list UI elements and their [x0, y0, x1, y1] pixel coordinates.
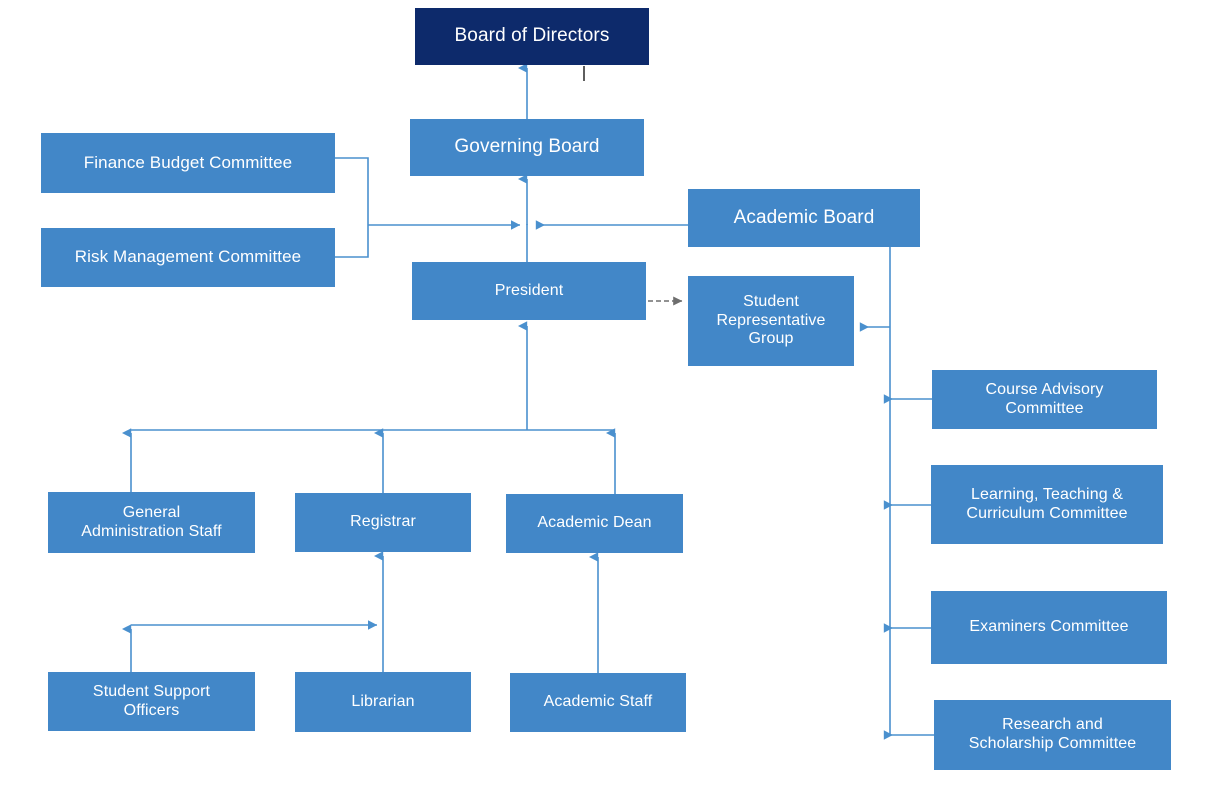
- node-research-scholarship-committee[interactable]: Research and Scholarship Committee: [934, 700, 1171, 770]
- node-academic-board[interactable]: Academic Board: [688, 189, 920, 247]
- node-label-research-scholarship-committee: Research and Scholarship Committee: [968, 716, 1137, 752]
- node-registrar[interactable]: Registrar: [295, 493, 471, 552]
- node-academic-dean[interactable]: Academic Dean: [506, 494, 683, 553]
- node-examiners-committee[interactable]: Examiners Committee: [931, 591, 1167, 664]
- node-label-board-of-directors: Board of Directors: [454, 25, 610, 47]
- node-label-risk-management-committee: Risk Management Committee: [74, 247, 302, 267]
- node-label-librarian: Librarian: [351, 692, 415, 710]
- node-governing-board[interactable]: Governing Board: [410, 119, 644, 176]
- node-label-academic-dean: Academic Dean: [537, 514, 652, 532]
- connector-risk-management-committee-to-bracket: [335, 225, 369, 258]
- node-finance-budget-committee[interactable]: Finance Budget Committee: [41, 133, 335, 193]
- node-student-support-officers[interactable]: Student Support Officers: [48, 672, 255, 731]
- node-learning-teaching-curriculum-committee[interactable]: Learning, Teaching & Curriculum Committe…: [931, 465, 1163, 544]
- node-label-student-support-officers: Student Support Officers: [92, 682, 211, 719]
- node-label-registrar: Registrar: [350, 513, 416, 531]
- node-course-advisory-committee[interactable]: Course Advisory Committee: [932, 370, 1157, 429]
- node-academic-staff[interactable]: Academic Staff: [510, 673, 686, 732]
- node-label-student-representative-group: Student Representative Group: [716, 292, 826, 348]
- node-label-learning-teaching-curriculum-committee: Learning, Teaching & Curriculum Committe…: [966, 485, 1128, 522]
- node-board-of-directors[interactable]: Board of Directors: [415, 8, 649, 65]
- node-label-governing-board: Governing Board: [454, 136, 600, 158]
- node-student-representative-group[interactable]: Student Representative Group: [688, 276, 854, 366]
- node-label-general-administration-staff: General Administration Staff: [81, 503, 222, 540]
- node-president[interactable]: President: [412, 262, 646, 320]
- node-label-course-advisory-committee: Course Advisory Committee: [985, 380, 1104, 417]
- node-label-academic-staff: Academic Staff: [543, 693, 653, 711]
- node-label-academic-board: Academic Board: [733, 206, 875, 228]
- node-label-finance-budget-committee: Finance Budget Committee: [83, 152, 293, 172]
- connector-finance-budget-committee-to-bracket: [335, 157, 369, 225]
- node-general-administration-staff[interactable]: General Administration Staff: [48, 492, 255, 553]
- node-label-president: President: [494, 281, 564, 299]
- node-risk-management-committee[interactable]: Risk Management Committee: [41, 228, 335, 287]
- node-label-examiners-committee: Examiners Committee: [969, 618, 1129, 636]
- node-librarian[interactable]: Librarian: [295, 672, 471, 732]
